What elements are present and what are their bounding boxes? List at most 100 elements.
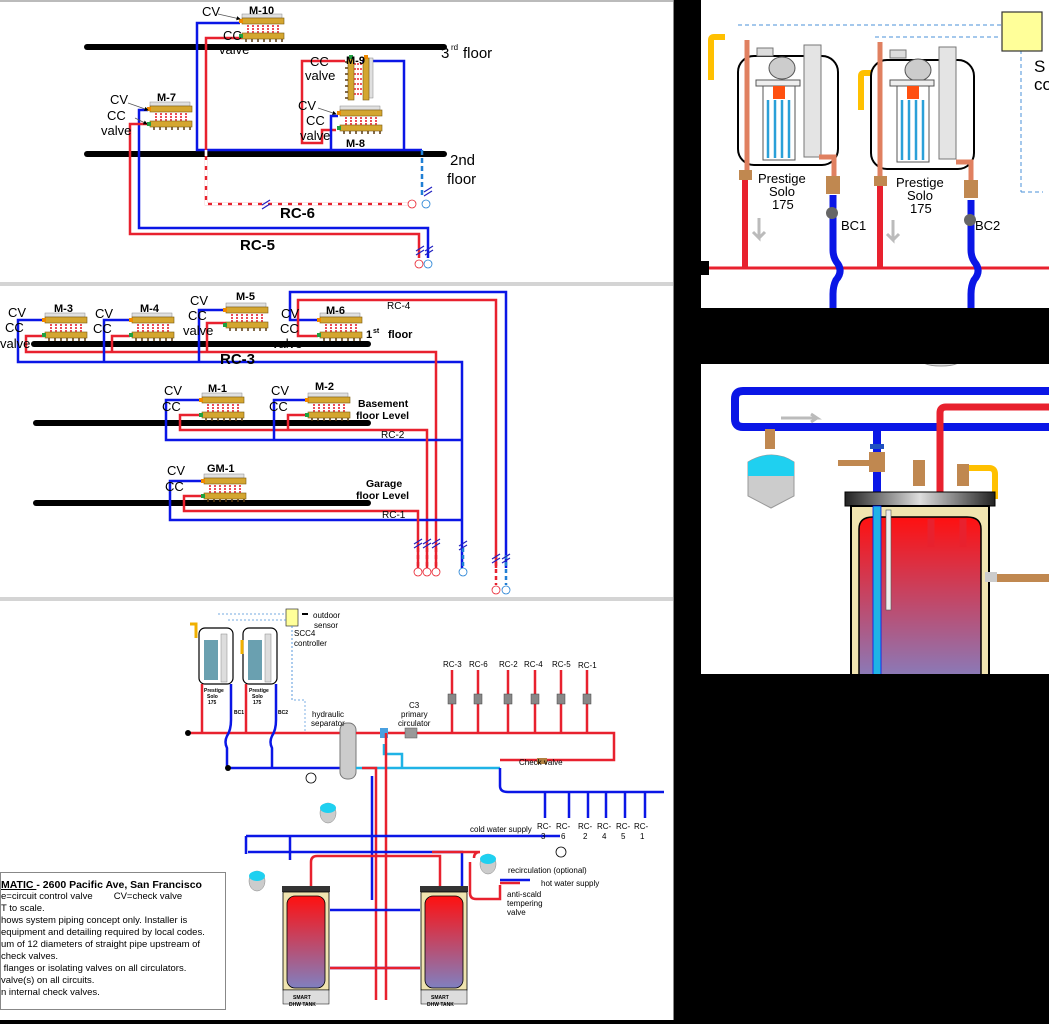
cc-label: CC xyxy=(107,108,126,123)
cv-label: CV xyxy=(202,4,220,19)
supply-circuit-label: RC-4 xyxy=(524,660,543,669)
floor-label-garage: Garage xyxy=(366,478,402,490)
manifold-label-m4: M-4 xyxy=(140,303,160,315)
dhw-tank-1 xyxy=(282,886,330,1005)
circulator-label-bc2: BC2 xyxy=(278,710,288,716)
manifold-m1 xyxy=(198,392,245,422)
controller-label-partial-2: co xyxy=(1034,75,1049,94)
circuit-label-rc4: RC-4 xyxy=(387,301,411,312)
floor-word: floor xyxy=(388,329,413,341)
manifold-gm1 xyxy=(200,473,247,503)
primary-circulator-label: C3 xyxy=(409,701,420,710)
cv-label: CV xyxy=(110,92,128,107)
note-line: T to scale. xyxy=(1,903,45,914)
return-circuit-num: 5 xyxy=(621,832,626,841)
circulator-label-bc1: BC1 xyxy=(841,218,866,233)
return-circuit-num: 2 xyxy=(583,832,588,841)
manifold-label-m7: M-7 xyxy=(157,92,176,104)
manifold-label-m5: M-5 xyxy=(236,291,255,303)
return-circuit-num: 3 xyxy=(541,832,546,841)
cc-label: CC xyxy=(269,399,288,414)
primary-circulator-label-3: circulator xyxy=(398,719,431,728)
manifold-m2 xyxy=(304,392,351,422)
boiler-detail-view: Prestige Solo 175 BC1 Prestige Solo 175 … xyxy=(701,0,1049,308)
floor-word: floor Level xyxy=(356,490,409,502)
cc-label: CC xyxy=(310,54,329,69)
primary-circulator-label-2: primary xyxy=(401,710,428,719)
boiler-label: Prestige xyxy=(896,175,944,190)
anti-scald-valve-label: anti-scald xyxy=(507,890,541,899)
controller-label-2: controller xyxy=(294,639,327,648)
outdoor-sensor-label: outdoor xyxy=(313,611,340,620)
dhw-tank-label-2: DHW TANK xyxy=(289,1002,316,1008)
boiler-model: 175 xyxy=(910,201,932,216)
valve-label: valve xyxy=(0,336,30,351)
cc-label: CC xyxy=(280,321,299,336)
cv-label: CV xyxy=(298,98,316,113)
manifold-label-m9: M-9 xyxy=(346,55,365,67)
floor-word: floor xyxy=(463,45,492,62)
circuit-label-rc6: RC-6 xyxy=(280,205,315,222)
check-valve-label: Check valve xyxy=(519,758,563,767)
cc-label: CC xyxy=(306,113,325,128)
circuit-label-rc2: RC-2 xyxy=(381,430,405,441)
circulator-label-bc1: BC1 xyxy=(234,710,244,716)
note-line: hows system piping concept only. Install… xyxy=(1,915,188,926)
note-line: equipment and detailing required by loca… xyxy=(1,927,205,938)
manifold-label-m2: M-2 xyxy=(315,381,334,393)
boiler-1 xyxy=(737,40,839,178)
piping-drawing: CV M-10 CC valve 3 rd floor CC valve M-9… xyxy=(0,4,664,1008)
supply-circuit-label: RC-1 xyxy=(578,661,597,670)
return-pipe xyxy=(195,21,422,152)
recirculation-label: recirculation (optional) xyxy=(508,866,587,875)
note-line: n internal check valves. xyxy=(1,987,100,998)
manifold-label-m3: M-3 xyxy=(54,303,73,315)
hydraulic-separator xyxy=(339,722,357,780)
anti-scald-valve-label-3: valve xyxy=(507,908,526,917)
floor-label-1st: 1 xyxy=(366,329,372,341)
controller-label: SCC4 xyxy=(294,629,316,638)
manifold-m5 xyxy=(222,302,269,332)
boiler-model: 175 xyxy=(772,197,794,212)
notes-box: MATIC - 2600 Pacific Ave, San Francisco … xyxy=(0,872,226,1010)
cc-label: CC xyxy=(5,320,24,335)
dhw-tank xyxy=(844,491,1049,674)
circuit-label-rc1: RC-1 xyxy=(382,510,406,521)
return-circuit-num: 1 xyxy=(640,832,645,841)
valve-label: valve xyxy=(219,42,249,57)
dhw-tank-label: SMART xyxy=(431,995,449,1001)
manifold-label-m8: M-8 xyxy=(346,138,365,150)
valve-label: valve xyxy=(272,336,302,351)
cv-label: CV xyxy=(167,463,185,478)
cold-water-supply-label: cold water supply xyxy=(470,825,532,834)
top-border xyxy=(0,0,673,2)
outdoor-sensor-label-2: sensor xyxy=(314,621,338,630)
floor-sup: st xyxy=(373,328,380,335)
circuit-label-rc5: RC-5 xyxy=(240,237,275,254)
return-circuit-label: RC- xyxy=(616,822,631,831)
check-valve xyxy=(537,758,547,764)
boiler-label-2: Solo xyxy=(207,694,218,700)
floor-word: floor xyxy=(447,171,476,188)
valve-label: valve xyxy=(305,68,335,83)
note-line: e=circuit control valve CV=check valve xyxy=(1,891,183,902)
dhw-tank-detail-view xyxy=(701,364,1049,674)
return-circuit-label: RC- xyxy=(597,822,612,831)
supply-circuit-label: RC-6 xyxy=(469,660,488,669)
primary-circulator xyxy=(404,727,418,739)
boiler-detail-drawing: Prestige Solo 175 BC1 Prestige Solo 175 … xyxy=(701,11,1049,308)
boiler-label: Prestige xyxy=(758,171,806,186)
manifold-m7 xyxy=(146,101,193,131)
dhw-tank-2 xyxy=(420,886,468,1005)
outdoor-sensor-box xyxy=(285,608,299,627)
floor-sup: rd xyxy=(451,43,458,52)
separator-label: hydraulic xyxy=(312,710,344,719)
separator-label-2: separator xyxy=(311,719,345,728)
cv-label: CV xyxy=(95,306,113,321)
section-divider xyxy=(0,597,673,601)
return-circuit-num: 6 xyxy=(561,832,566,841)
circulator-label-bc2: BC2 xyxy=(975,218,1000,233)
cv-label: CV xyxy=(8,305,26,320)
manifold-m10 xyxy=(238,13,285,43)
return-circuit-label: RC- xyxy=(537,822,552,831)
